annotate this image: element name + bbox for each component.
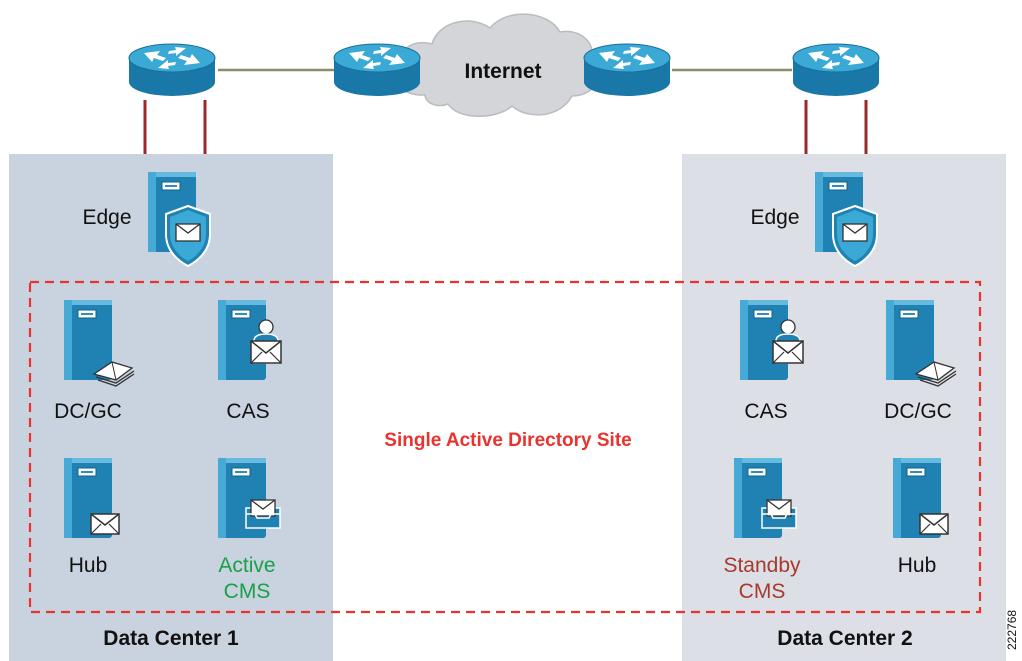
standby-cms-label-line2: CMS xyxy=(739,580,786,603)
standby-cms-label-line1: Standby xyxy=(723,554,801,577)
ad-site-label: Single Active Directory Site xyxy=(384,430,631,451)
ad-site-boundary xyxy=(28,280,982,614)
figure-id: 222768 xyxy=(1005,610,1019,650)
dc2-hub-label: Hub xyxy=(898,554,937,577)
active-cms-label-line2: CMS xyxy=(224,580,271,603)
dc2-cas-label: CAS xyxy=(744,400,787,423)
dc2-dcgc-label: DC/GC xyxy=(884,400,952,423)
hub-server-icon xyxy=(892,457,949,539)
router-icon xyxy=(792,43,880,97)
router-icon xyxy=(128,43,216,97)
active-cms-label-line1: Active xyxy=(218,554,275,577)
data-center-2-title: Data Center 2 xyxy=(777,627,912,650)
dc1-edge-label: Edge xyxy=(82,206,131,229)
dc1-dcgc-label: DC/GC xyxy=(54,400,122,423)
dc1-hub-label: Hub xyxy=(69,554,108,577)
dc2-uplinks xyxy=(804,100,868,154)
internet-label: Internet xyxy=(464,60,541,83)
data-center-1-title: Data Center 1 xyxy=(103,627,239,650)
dc2-edge-label: Edge xyxy=(750,206,799,229)
router-icon xyxy=(583,43,671,97)
router-icon xyxy=(333,43,421,97)
internet-cloud-icon xyxy=(397,13,599,117)
dc1-uplinks xyxy=(143,100,207,154)
hub-server-icon xyxy=(63,457,120,539)
dc1-cas-label: CAS xyxy=(226,400,269,423)
